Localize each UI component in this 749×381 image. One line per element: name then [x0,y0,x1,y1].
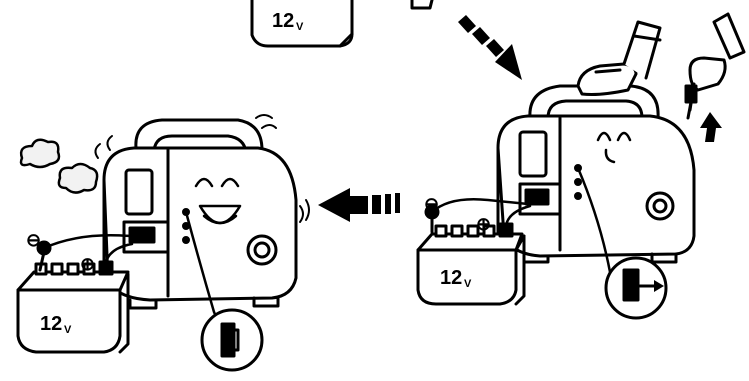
exhaust-smoke [21,140,97,193]
dashed-arrow-left-icon [318,188,400,222]
hand-plugging-cable [686,14,744,118]
partial-object-top [412,0,432,8]
battery-top-unit: V [296,21,304,33]
charger-right [498,86,694,262]
plug-detail-right [606,258,666,318]
battery-right-label: 12 [440,267,462,289]
dashed-arrow-down-right-icon [458,15,522,80]
battery-left-positive-sign: ⊕ [80,254,95,274]
battery-right-positive-sign: ⊕ [476,214,491,234]
arrow-up-icon [700,112,722,142]
hand-pressing-charger [578,22,660,95]
battery-top-label: 12 [272,10,294,32]
plug-detail-left [202,310,262,370]
battery-left-label: 12 [40,313,62,335]
battery-right-unit: V [464,278,472,290]
battery-top: 12 V [252,0,352,46]
battery-left-negative-sign: ⊖ [26,230,41,250]
battery-left-unit: V [64,324,72,336]
